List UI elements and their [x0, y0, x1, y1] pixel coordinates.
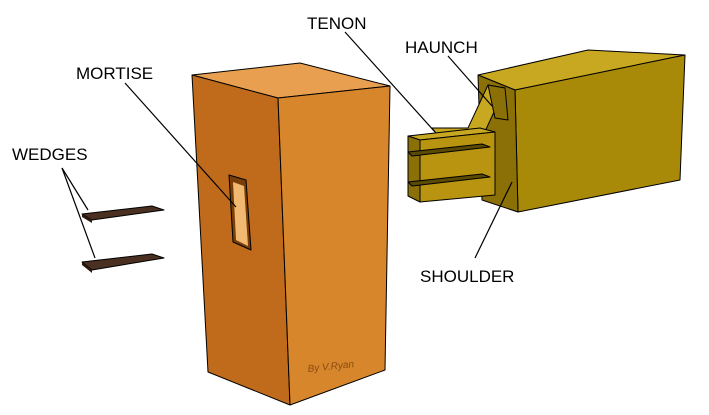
haunch-label: HAUNCH [405, 38, 478, 57]
wedges-leader-lower [61, 167, 96, 259]
shoulder-leader [474, 181, 513, 259]
wedges [81, 205, 165, 273]
mortise-slot-inner-wall [233, 182, 248, 246]
wedge-upper [81, 205, 165, 221]
shoulder-label: SHOULDER [420, 267, 514, 286]
haunch-face [487, 84, 509, 121]
mortise-label: MORTISE [76, 64, 153, 83]
tenon-end-side [407, 135, 421, 203]
haunch-leader [447, 55, 493, 107]
tenon-front [419, 131, 496, 203]
kerf-upper [407, 143, 491, 157]
tenon-label: TENON [307, 14, 367, 33]
wedges-leader-upper [61, 167, 89, 211]
tenon-leader [344, 31, 436, 133]
mortise-block-front [277, 85, 391, 406]
mortise-block: By V.Ryan [191, 62, 391, 406]
wedges-label: WEDGES [12, 145, 88, 164]
author-credit: By V.Ryan [307, 359, 355, 375]
tenon-rail [407, 49, 686, 213]
kerf-lower [407, 173, 491, 187]
mortise-leader [124, 82, 237, 208]
